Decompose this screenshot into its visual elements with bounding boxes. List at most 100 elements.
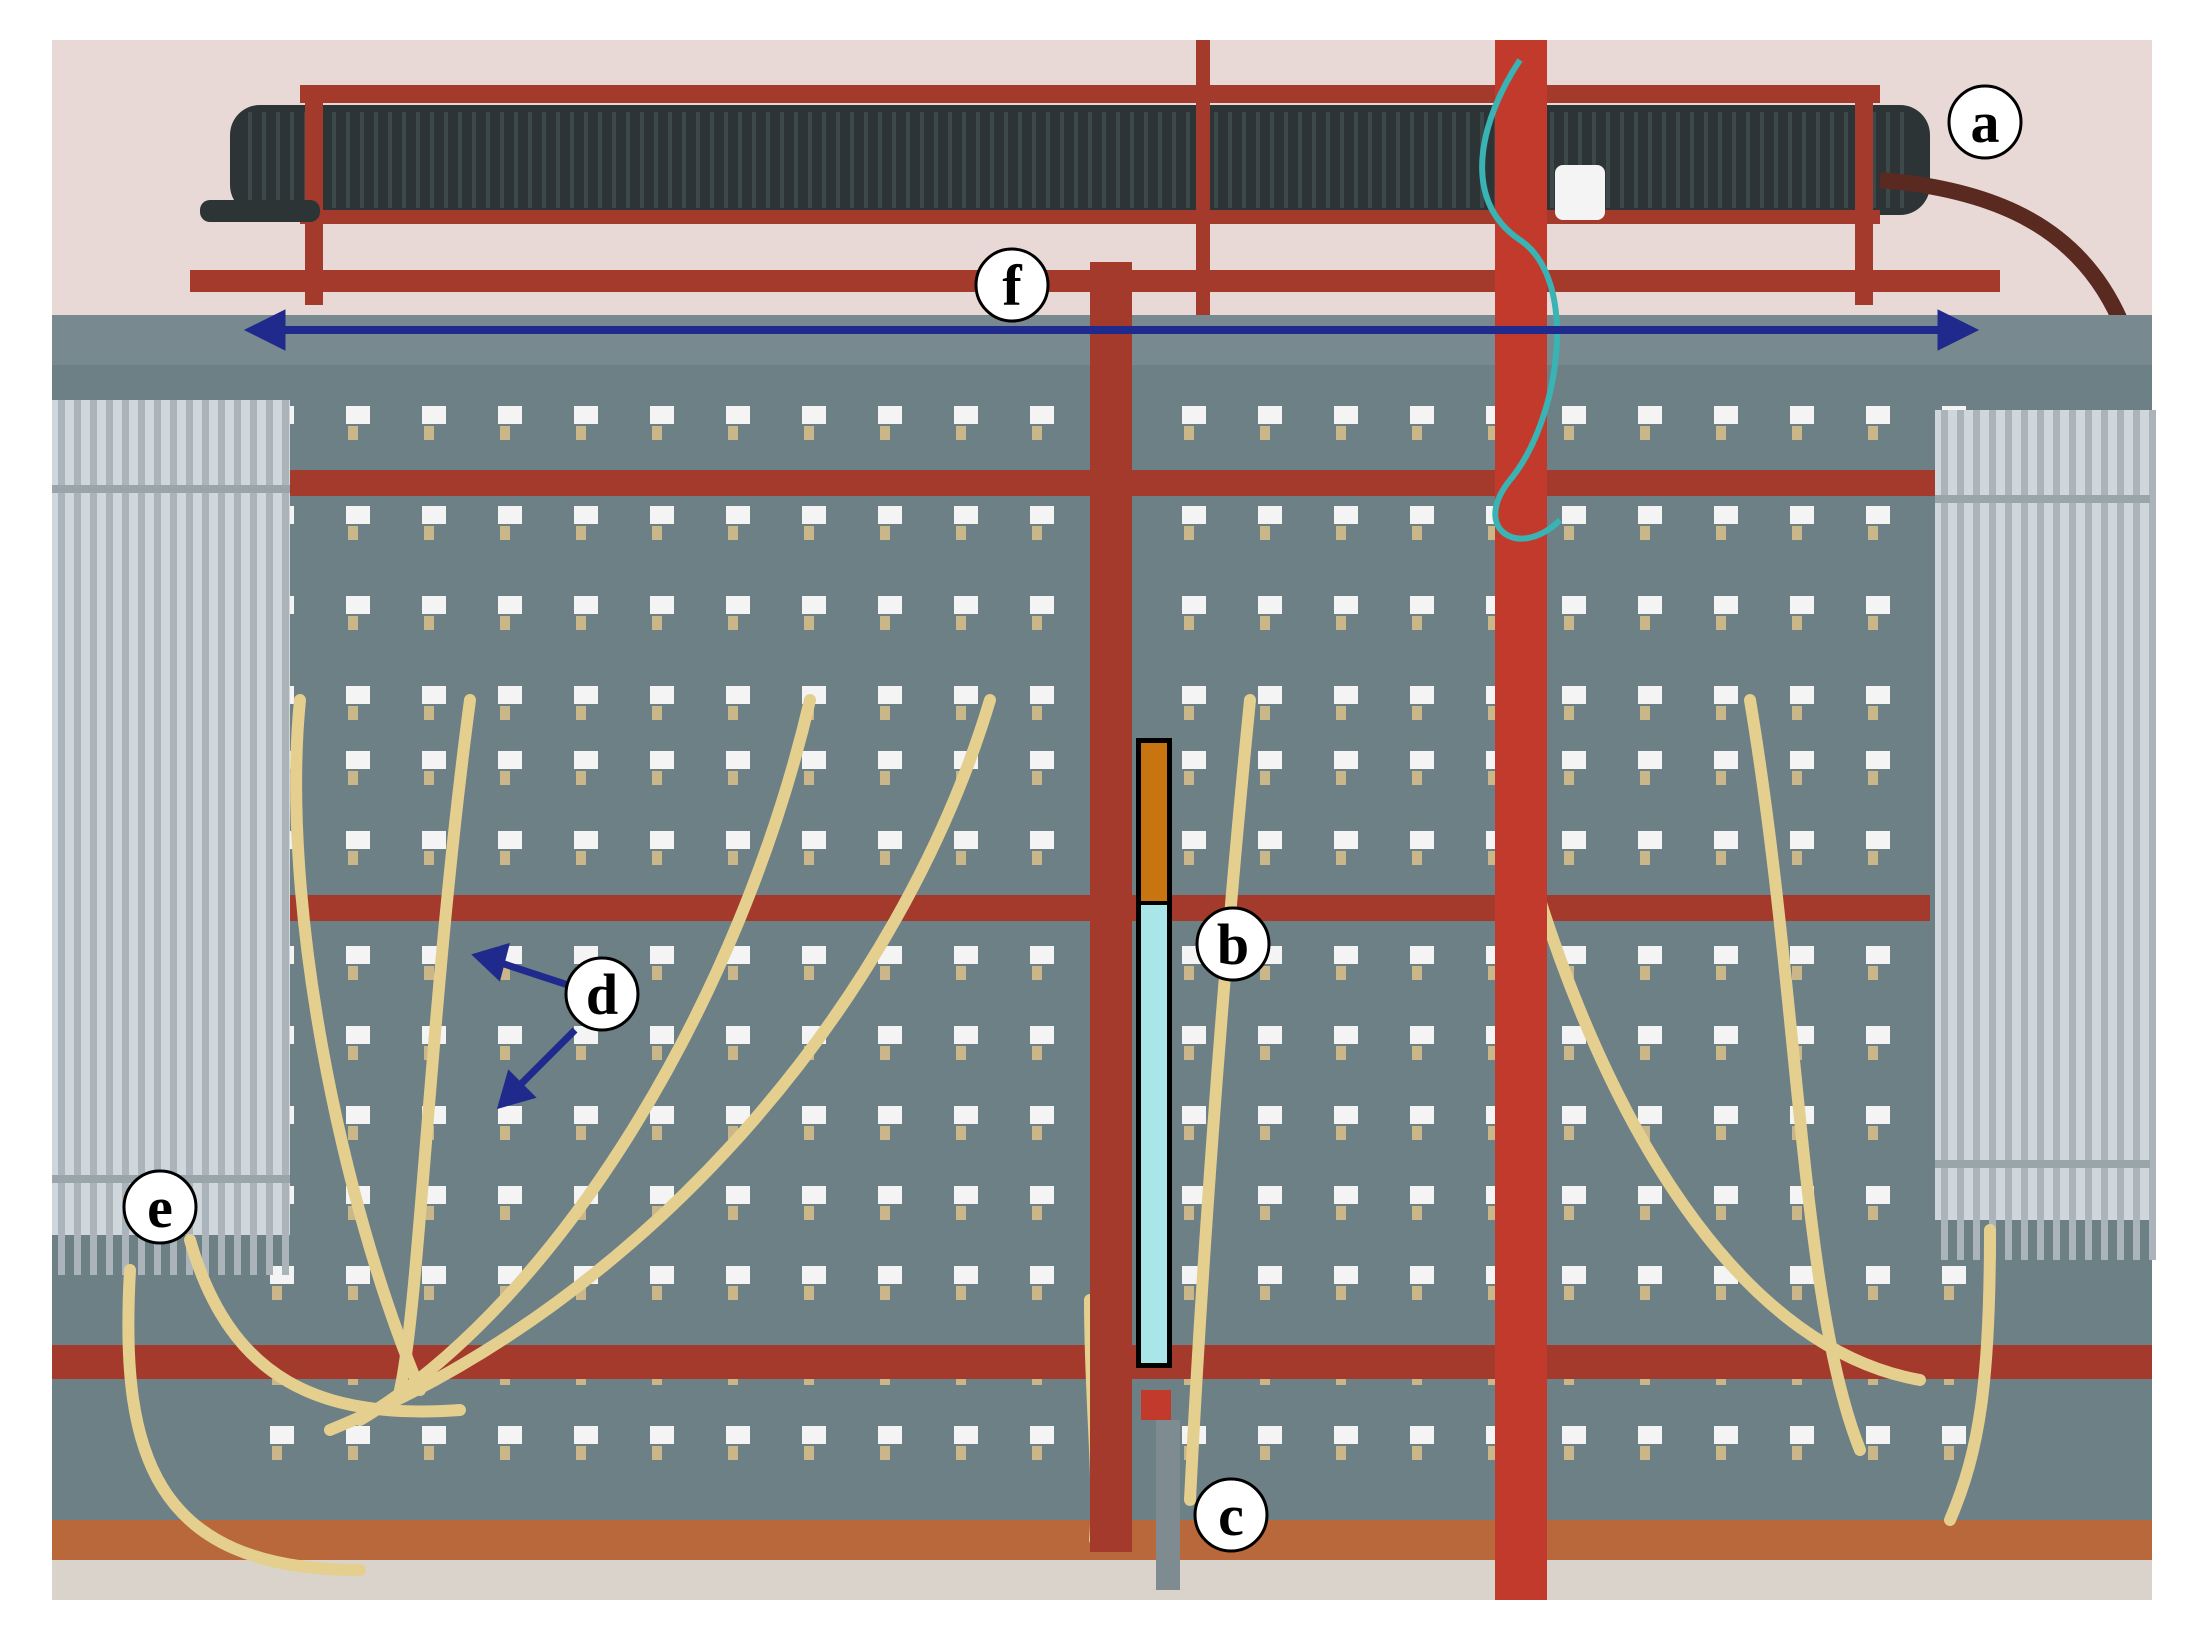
sensor-port xyxy=(1638,946,1662,980)
sensor-port xyxy=(1030,596,1054,630)
sensor-port xyxy=(1258,596,1282,630)
sensor-port xyxy=(1334,1186,1358,1220)
sensor-port xyxy=(1638,1186,1662,1220)
sensor-port xyxy=(1638,831,1662,865)
sensor-port xyxy=(1562,1186,1586,1220)
sensor-port xyxy=(346,751,370,785)
sensor-port xyxy=(1562,751,1586,785)
sensor-port xyxy=(422,831,446,865)
sensor-port xyxy=(1790,831,1814,865)
sensor-port xyxy=(1334,1266,1358,1300)
sensor-port xyxy=(954,946,978,980)
sensor-port xyxy=(802,1106,826,1140)
sensor-port xyxy=(726,1106,750,1140)
sensor-port xyxy=(1562,406,1586,440)
callout-c-text: c xyxy=(1218,1483,1244,1548)
callout-f: f xyxy=(974,247,1050,323)
sensor-port xyxy=(1410,1106,1434,1140)
sensor-port xyxy=(954,686,978,720)
span-arrow xyxy=(243,309,1980,351)
sensor-port xyxy=(498,596,522,630)
sensor-port xyxy=(1258,1426,1282,1460)
sensor-port xyxy=(422,596,446,630)
sensor-port xyxy=(346,1026,370,1060)
sensor-port xyxy=(802,1186,826,1220)
teal-cable xyxy=(1479,58,1563,542)
sensor-port xyxy=(1258,831,1282,865)
sensor-port xyxy=(954,1266,978,1300)
sensor-port xyxy=(1030,1106,1054,1140)
callout-f-text: f xyxy=(1002,253,1022,318)
sensor-port xyxy=(1030,1026,1054,1060)
sensor-port xyxy=(270,1426,294,1460)
sensor-port xyxy=(1714,751,1738,785)
sensor-port xyxy=(1790,596,1814,630)
d-arrows xyxy=(471,942,578,1110)
sensor-port xyxy=(1790,686,1814,720)
right-fin-column xyxy=(1935,410,2156,1260)
sensor-port xyxy=(1790,946,1814,980)
sensor-port xyxy=(1182,1106,1206,1140)
sensor-port xyxy=(346,946,370,980)
sensor-port xyxy=(1714,1106,1738,1140)
vertical-columns xyxy=(1090,40,1547,1600)
sensor-port xyxy=(878,831,902,865)
sensor-port xyxy=(346,686,370,720)
sensor-port xyxy=(650,1026,674,1060)
sensor-port xyxy=(1866,1266,1890,1300)
sensor-port xyxy=(1714,596,1738,630)
sensor-port xyxy=(1030,751,1054,785)
sensor-port xyxy=(1410,506,1434,540)
sensor-port xyxy=(954,1026,978,1060)
sensor-port xyxy=(1334,686,1358,720)
sensor-port xyxy=(1562,1426,1586,1460)
sensor-port xyxy=(1258,1186,1282,1220)
sensor-port xyxy=(726,406,750,440)
sensor-port xyxy=(1334,831,1358,865)
sensor-port xyxy=(1714,831,1738,865)
sensor-port xyxy=(1866,686,1890,720)
sensor-port xyxy=(1334,946,1358,980)
sensor-port xyxy=(726,1266,750,1300)
sensor-port xyxy=(498,751,522,785)
sensor-port xyxy=(574,1026,598,1060)
sensor-port xyxy=(1638,1266,1662,1300)
sensor-port xyxy=(346,831,370,865)
sensor-port xyxy=(878,1106,902,1140)
sensor-port xyxy=(1410,1186,1434,1220)
sensor-port xyxy=(1562,1266,1586,1300)
sensor-port xyxy=(726,1026,750,1060)
sensor-port xyxy=(954,596,978,630)
sensor-port xyxy=(878,1186,902,1220)
sensor-port xyxy=(878,596,902,630)
sensor-port xyxy=(1410,751,1434,785)
sensor-port xyxy=(954,1106,978,1140)
sensor-port xyxy=(650,946,674,980)
yellow-tubes xyxy=(122,694,1996,1576)
sensor-port xyxy=(1410,686,1434,720)
sensor-port xyxy=(650,686,674,720)
sensor-port xyxy=(1258,406,1282,440)
callout-e: e xyxy=(122,1169,198,1245)
sensor-port xyxy=(1638,1026,1662,1060)
sensor-port xyxy=(1714,506,1738,540)
sensor-port xyxy=(422,751,446,785)
sensor-port xyxy=(954,406,978,440)
sensor-port xyxy=(1714,1026,1738,1060)
sensor-port xyxy=(1182,406,1206,440)
sensor-port xyxy=(1258,1106,1282,1140)
sensor-port xyxy=(574,596,598,630)
sensor-port xyxy=(726,751,750,785)
sensor-port xyxy=(346,1106,370,1140)
sensor-port xyxy=(1334,506,1358,540)
sensor-port xyxy=(498,1426,522,1460)
sensor-port xyxy=(346,596,370,630)
sensor-port xyxy=(1334,406,1358,440)
sensor-port xyxy=(1866,751,1890,785)
sensor-port xyxy=(726,506,750,540)
sensor-port xyxy=(574,831,598,865)
sensor-port xyxy=(1182,686,1206,720)
sensor-port xyxy=(574,1106,598,1140)
sensor-port xyxy=(422,1426,446,1460)
sensor-port xyxy=(650,1426,674,1460)
